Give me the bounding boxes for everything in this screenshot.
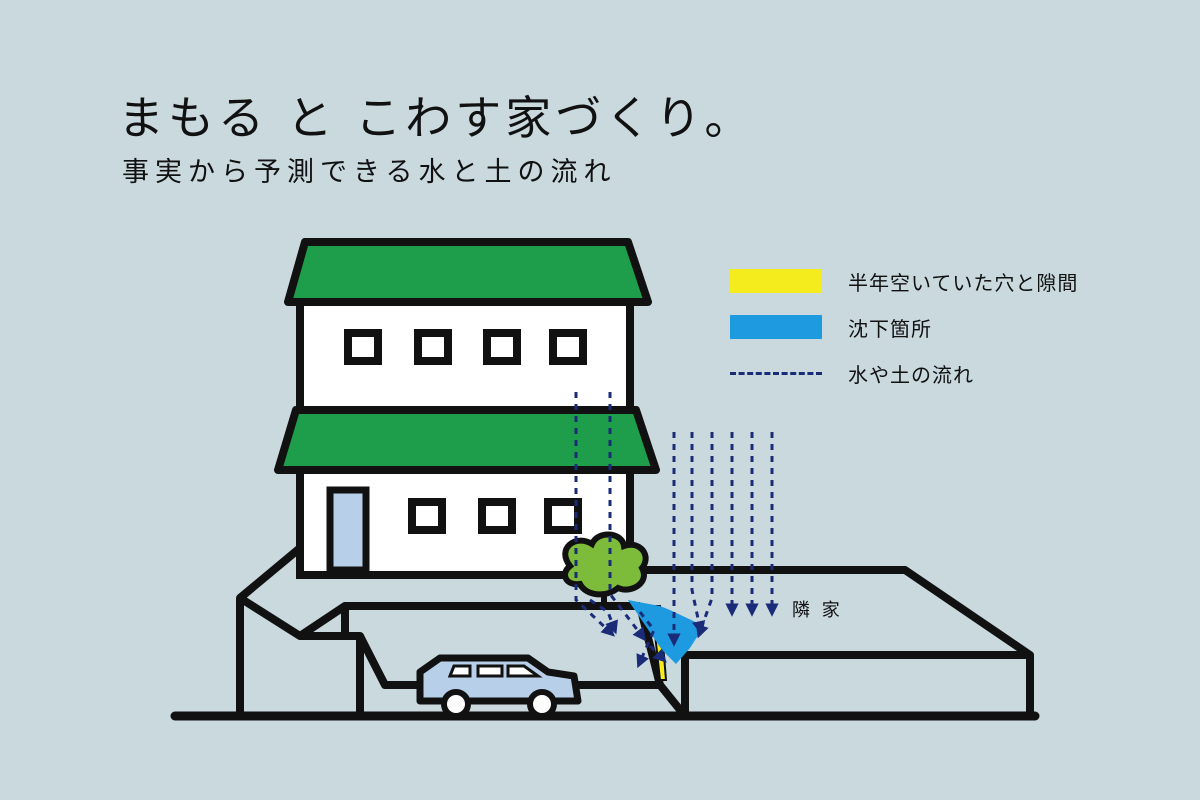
window — [483, 329, 521, 365]
legend-item-gap: 半年空いていた穴と隙間 — [730, 258, 1078, 304]
legend-label-flow: 水や土の流れ — [848, 362, 974, 387]
page-title: まもる と こわす家づくり。 — [118, 91, 755, 145]
subsidence-highlight — [628, 600, 704, 664]
legend-label-subsidence: 沈下箇所 — [848, 316, 932, 341]
neighbor-label: 隣 家 — [792, 600, 843, 621]
top-roof — [284, 238, 652, 306]
legend-swatch-subsidence — [730, 315, 822, 339]
legend-swatch-gap — [730, 269, 822, 293]
legend: 半年空いていた穴と隙間 沈下箇所 水や土の流れ — [730, 258, 1078, 396]
tree — [562, 531, 649, 606]
legend-item-flow: 水や土の流れ — [730, 350, 1078, 396]
water-soil-flow — [574, 392, 779, 669]
legend-swatch-flow — [730, 361, 822, 385]
window — [544, 498, 582, 534]
legend-label-gap: 半年空いていた穴と隙間 — [848, 270, 1079, 295]
neighbor-house — [637, 566, 1034, 716]
house-upper-floor — [296, 296, 634, 424]
door — [326, 486, 370, 574]
car — [416, 654, 582, 719]
page-subtitle: 事実から予測できる水と土の流れ — [122, 157, 617, 188]
middle-roof — [274, 406, 660, 474]
window — [414, 329, 452, 365]
window — [478, 498, 516, 534]
window — [549, 329, 587, 365]
window — [344, 329, 382, 365]
window — [408, 498, 446, 534]
legend-item-subsidence: 沈下箇所 — [730, 304, 1078, 350]
